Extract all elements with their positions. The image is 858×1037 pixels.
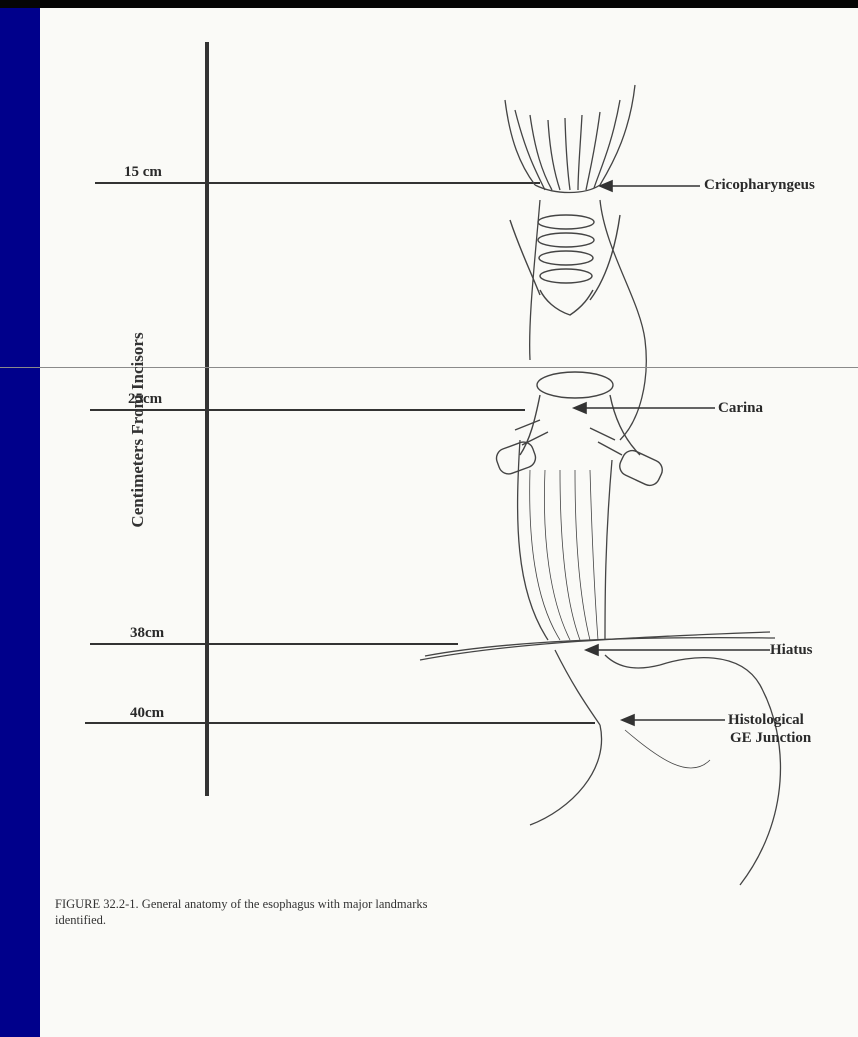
axis-title: Centimeters From Incisors: [128, 310, 148, 550]
landmark-label-ge-junction: GE Junction: [730, 730, 811, 746]
caption-line-1: FIGURE 32.2-1. General anatomy of the es…: [55, 896, 575, 912]
caption-line-2: identified.: [55, 912, 575, 928]
figure-caption: FIGURE 32.2-1. General anatomy of the es…: [55, 896, 575, 928]
mark-label-25cm: 25cm: [128, 391, 162, 407]
landmark-arrows: [574, 181, 770, 725]
pharynx-drawing: [505, 85, 635, 193]
landmark-label-carina: Carina: [718, 400, 763, 416]
mark-label-40cm: 40cm: [130, 705, 164, 721]
landmark-label-histological: Histological: [728, 712, 804, 728]
landmark-label-cricopharyngeus: Cricopharyngeus: [704, 177, 815, 193]
landmark-label-hiatus: Hiatus: [770, 642, 813, 658]
mark-label-38cm: 38cm: [130, 625, 164, 641]
mark-label-15cm: 15 cm: [124, 164, 162, 180]
esophagus-drawing: [518, 200, 781, 885]
